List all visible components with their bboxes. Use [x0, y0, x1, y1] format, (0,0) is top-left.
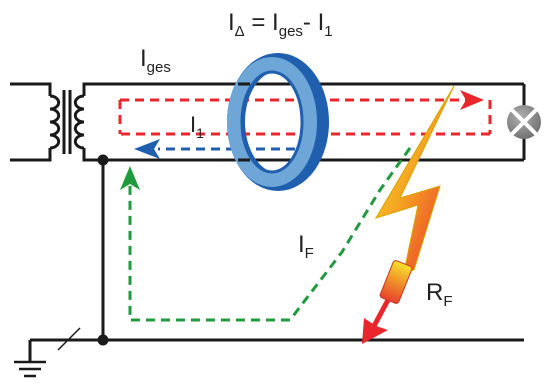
current-transformer-ring-icon — [227, 53, 329, 191]
formula-label: IΔ = Iges- I1 — [228, 9, 333, 40]
fault-current-arrowhead — [120, 166, 140, 190]
transformer-icon — [10, 82, 100, 162]
rf-label: RF — [426, 279, 453, 310]
conductors — [28, 82, 526, 362]
fault-resistor-icon — [362, 260, 413, 344]
iges-label: Iges — [140, 45, 171, 76]
i1-current-arrow — [134, 139, 310, 159]
junction-dot-bottom — [97, 334, 109, 346]
if-label: IF — [298, 231, 314, 262]
red-current-loop — [118, 98, 492, 136]
fault-current-path — [128, 147, 412, 322]
lamp-icon — [507, 105, 541, 139]
i1-label: I1 — [190, 112, 204, 141]
earth-slash-mark — [57, 327, 81, 351]
junction-dot-top — [97, 154, 109, 166]
ground-icon — [14, 360, 46, 378]
red-loop-arrowhead — [460, 90, 484, 110]
